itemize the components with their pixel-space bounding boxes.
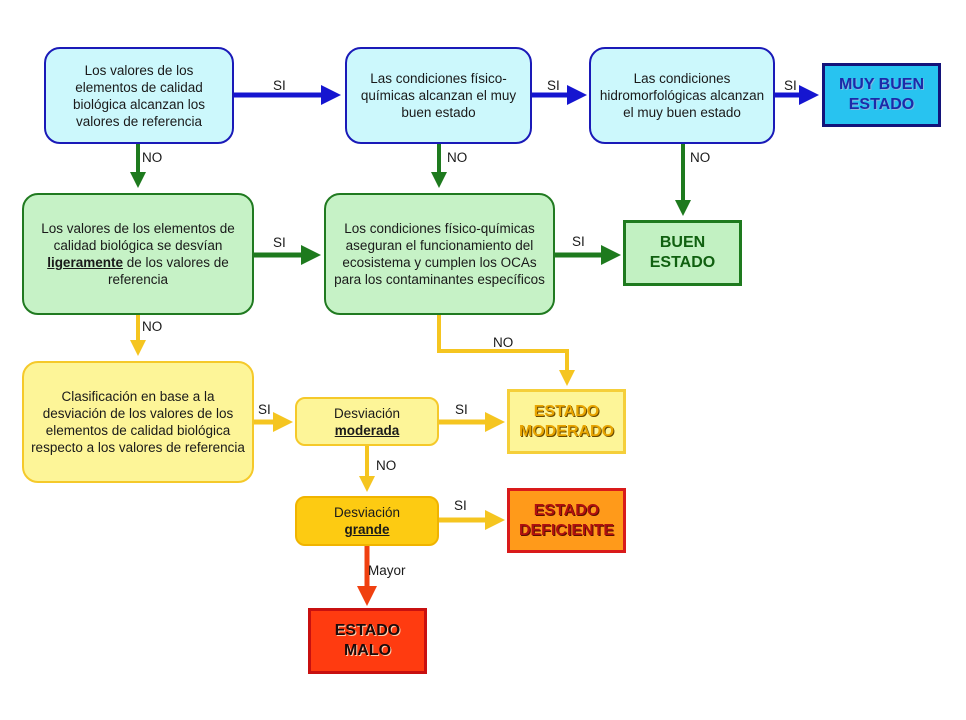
node-biological-slight-deviation: Los valores de los elementos de calidad … [22, 193, 254, 315]
node-classification-deviation: Clasificación en base a la desviación de… [22, 361, 254, 483]
result-estado-malo: ESTADO MALO [308, 608, 427, 674]
edge-label-q2-q3: SI [547, 78, 560, 93]
result-line2: DEFICIENTE [518, 521, 615, 539]
emphasis-word: moderada [334, 422, 400, 438]
edge-label-q1-q4: NO [142, 150, 163, 165]
result-line2: ESTADO [649, 254, 716, 271]
node-moderate-deviation: Desviación moderada [295, 397, 439, 446]
node-line1: Desviación [333, 405, 401, 421]
edge-label-q1-q2: SI [273, 78, 286, 93]
node-physicochemical-ecosystem: Los condiciones físico-químicas aseguran… [324, 193, 555, 315]
edge-label-q5-buen: SI [572, 234, 585, 249]
node-text: Las condiciones hidromorfológicas alcanz… [599, 71, 765, 120]
edge-label-q7-moderado: SI [455, 402, 468, 417]
emphasis-word: grande [344, 522, 390, 537]
result-line1: MUY BUEN [838, 76, 925, 93]
node-physicochemical-very-good: Las condiciones físico- químicas alcanza… [345, 47, 532, 144]
result-line2: MALO [343, 642, 392, 659]
result-muy-buen-estado: MUY BUEN ESTADO [822, 63, 941, 127]
result-line2: MODERADO [518, 422, 615, 440]
edge-label-q8-malo: Mayor [368, 563, 406, 578]
result-line1: ESTADO [533, 402, 600, 420]
result-line1: ESTADO [533, 501, 600, 519]
node-line1: Desviación [333, 505, 401, 520]
result-line1: ESTADO [334, 622, 401, 639]
edge-label-q3-muybuen: SI [784, 78, 797, 93]
edge-label-q8-deficiente: SI [454, 498, 467, 513]
node-hydromorphological-very-good: Las condiciones hidromorfológicas alcanz… [589, 47, 775, 144]
node-text: Los valores de los elementos de calidad … [41, 221, 235, 287]
edge-q5-moderado [437, 315, 575, 386]
result-buen-estado: BUEN ESTADO [623, 220, 742, 286]
node-large-deviation: Desviación grande [295, 496, 439, 546]
result-estado-moderado: ESTADO MODERADO [507, 389, 626, 454]
edge-label-q3-buen: NO [690, 150, 711, 165]
edge-label-q6-q7: SI [258, 402, 271, 417]
node-text: Las condiciones físico- químicas alcanza… [360, 71, 517, 120]
edge-label-q5-moderado: NO [493, 335, 514, 350]
edge-label-q4-q6: NO [142, 319, 163, 334]
result-line1: BUEN [659, 234, 706, 251]
node-text: Los valores de los elementos de calidad … [72, 62, 206, 129]
edge-label-q7-q8: NO [376, 458, 397, 473]
node-text: Clasificación en base a la desviación de… [31, 389, 245, 455]
edge-label-q4-q5: SI [273, 235, 286, 250]
emphasis-word: ligeramente [47, 255, 123, 270]
result-line2: ESTADO [848, 96, 915, 113]
node-biological-reference: Los valores de los elementos de calidad … [44, 47, 234, 144]
edge-label-q2-q5: NO [447, 150, 468, 165]
result-estado-deficiente: ESTADO DEFICIENTE [507, 488, 626, 553]
node-text: Los condiciones físico-químicas aseguran… [334, 221, 545, 287]
